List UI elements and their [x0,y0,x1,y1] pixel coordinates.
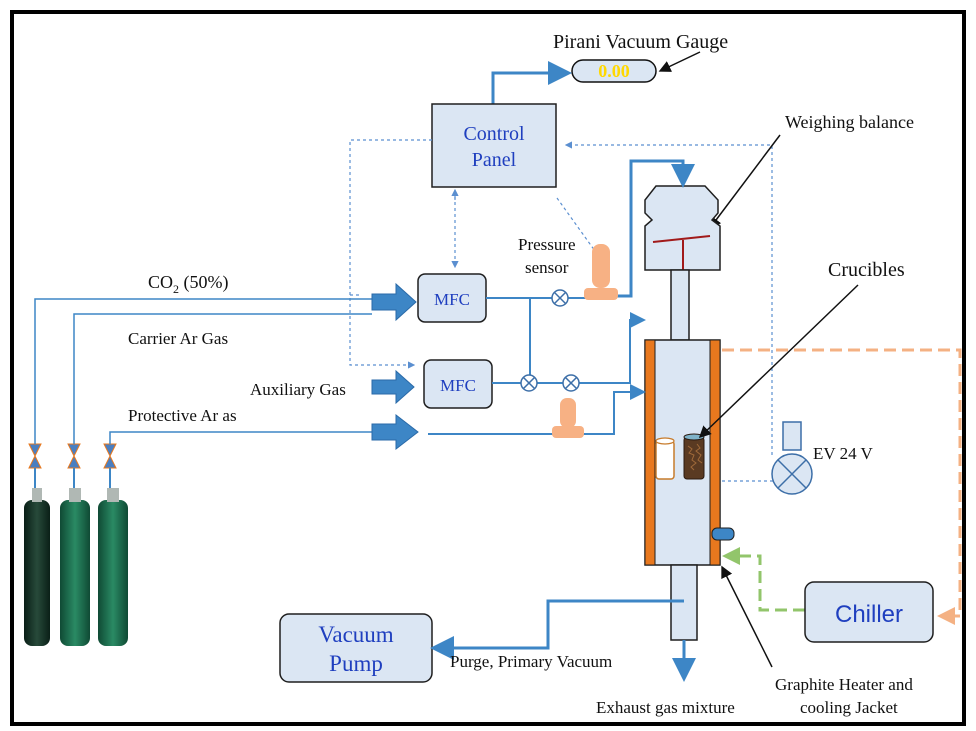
chiller-box [804,581,934,643]
crucible-empty [655,440,675,480]
vacuum-pump-label-2: Pump [329,651,383,676]
ev-valve-actuator [782,421,802,451]
mfc-bottom-label: MFC [440,376,476,395]
gas-cylinder-icon [24,488,128,646]
ev-valve-label: EV 24 V [813,444,874,463]
crucibles-pointer [698,284,859,439]
balance-beam [652,235,711,243]
exhaust-label: Exhaust gas mixture [596,698,735,717]
control-to-gauge-line [491,61,572,104]
crucible-empty-top [655,437,675,445]
pirani-gauge-pointer [658,51,701,72]
graphite-heater-left [644,339,656,566]
balance-gas-line [600,159,695,298]
furnace-neck [670,269,690,341]
valve-cross-icon [520,289,580,392]
pirani-gauge [571,59,657,83]
pressure-sensor-label-1: Pressure [518,235,576,254]
protective-ar-label: Protective Ar as [128,406,237,425]
ev-valve-cross [777,459,807,489]
heater-label-1: Graphite Heater and [775,675,913,694]
purge-label: Purge, Primary Vacuum [450,652,612,671]
weighing-balance-housing [644,185,721,271]
flow-arrow-icon [371,282,419,451]
carrier-ar-label: Carrier Ar Gas [128,329,228,348]
mfc-top-label: MFC [434,290,470,309]
pressure-sensor [584,244,618,300]
process-gas-lines [428,297,646,435]
control-signal-lines [349,139,780,482]
control-panel-box [431,103,557,188]
heater-pointer [721,565,773,668]
control-panel-label-2: Panel [472,149,517,171]
crucible-sample [683,436,705,480]
crucibles-label: Crucibles [828,259,905,281]
pirani-gauge-reading: 0.00 [598,61,630,81]
cylinder-stems [34,468,111,488]
vacuum-line [430,599,684,660]
control-panel-label-1: Control [463,123,525,145]
co2-label: CO2 (50%) [148,272,229,296]
auxiliary-gas-label: Auxiliary Gas [250,380,346,399]
graphite-heater-right [709,339,721,566]
figure-border [10,10,966,726]
weighing-balance-pointer [709,134,781,230]
coolant-supply-line [722,547,805,612]
thermocouple-port [711,527,735,541]
heater-label-2: cooling Jacket [800,698,898,717]
pressure-sensor-label-2: sensor [525,258,569,277]
weighing-balance-label: Weighing balance [785,112,914,132]
protective-gas-sensor [552,398,584,438]
pirani-gauge-label: Pirani Vacuum Gauge [553,31,728,53]
coolant-return-line [722,348,962,625]
vacuum-pump-label-1: Vacuum [318,622,393,647]
gas-supply-lines [34,298,372,444]
crucible-sample-texture [687,443,703,471]
needle-valve-icon [28,443,117,469]
chiller-label: Chiller [835,601,903,628]
